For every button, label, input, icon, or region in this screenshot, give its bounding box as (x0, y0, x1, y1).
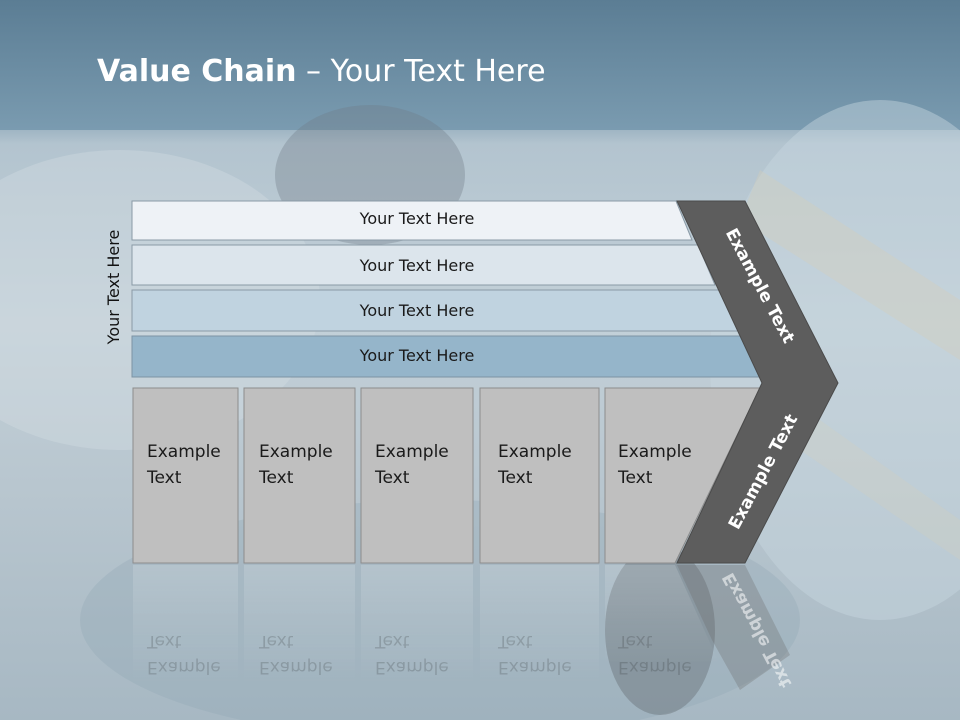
bar-label-3: Your Text Here (359, 301, 475, 320)
box-label-2: Example Text (259, 439, 333, 491)
box-label-reflection-1-line2: Text (147, 631, 182, 651)
box-label-5-line2: Text (618, 468, 653, 488)
slide-title-rest: – Your Text Here (296, 54, 546, 89)
box-label-reflection-5: Example Text (618, 628, 692, 680)
example-box-5[interactable] (604, 387, 761, 564)
box-label-reflection-3-line2: Text (375, 631, 410, 651)
box-label-5: Example Text (618, 439, 692, 491)
box-label-4-line1: Example (498, 442, 572, 462)
bar-label-2: Your Text Here (359, 256, 475, 275)
vertical-side-label: Your Text Here (104, 229, 123, 345)
box-label-1-line1: Example (147, 442, 221, 462)
slide-title: Value Chain – Your Text Here (97, 54, 546, 89)
box-label-2-line2: Text (259, 468, 294, 488)
box-label-reflection-1-line1: Example (147, 657, 221, 677)
box-label-reflection-3-line1: Example (375, 657, 449, 677)
backdrop-fabric-stripe (740, 170, 960, 360)
example-box-3[interactable] (360, 387, 474, 564)
box-label-3-line2: Text (375, 468, 410, 488)
box-label-4-line2: Text (498, 468, 533, 488)
value-bar-2[interactable] (131, 244, 716, 286)
box-label-reflection-4-line1: Example (498, 657, 572, 677)
box-label-reflection-4: Example Text (498, 628, 572, 680)
box-label-3-line1: Example (375, 442, 449, 462)
box-reflection-1 (133, 565, 238, 685)
box-label-3: Example Text (375, 439, 449, 491)
box-label-5-line1: Example (618, 442, 692, 462)
box-label-reflection-2-line2: Text (259, 631, 294, 651)
box-label-reflection-1: Example Text (147, 628, 221, 680)
bar-label-1: Your Text Here (359, 209, 475, 228)
box-label-2-line1: Example (259, 442, 333, 462)
box-label-reflection-3: Example Text (375, 628, 449, 680)
example-box-1[interactable] (132, 387, 239, 564)
box-label-reflection-2-line1: Example (259, 657, 333, 677)
box-reflection-3 (361, 565, 473, 685)
value-bar-1[interactable] (131, 200, 693, 241)
box-reflection-2 (244, 565, 355, 685)
box-label-reflection-5-line2: Text (618, 631, 653, 651)
slide-title-bold: Value Chain (97, 54, 297, 89)
example-box-4[interactable] (479, 387, 600, 564)
box-label-reflection-4-line2: Text (498, 631, 533, 651)
bar-label-4: Your Text Here (359, 346, 475, 365)
box-label-reflection-2: Example Text (259, 628, 333, 680)
box-label-1-line2: Text (147, 468, 182, 488)
box-label-reflection-5-line1: Example (618, 657, 692, 677)
backdrop-fabric-stripe-2 (800, 420, 960, 560)
box-reflection-4 (480, 565, 599, 685)
box-label-1: Example Text (147, 439, 221, 491)
box-reflection-5 (605, 565, 720, 665)
example-box-2[interactable] (243, 387, 356, 564)
chevron-reflection (677, 565, 790, 690)
value-chevron[interactable] (676, 200, 839, 564)
reflection-group (133, 565, 790, 690)
box-label-4: Example Text (498, 439, 572, 491)
